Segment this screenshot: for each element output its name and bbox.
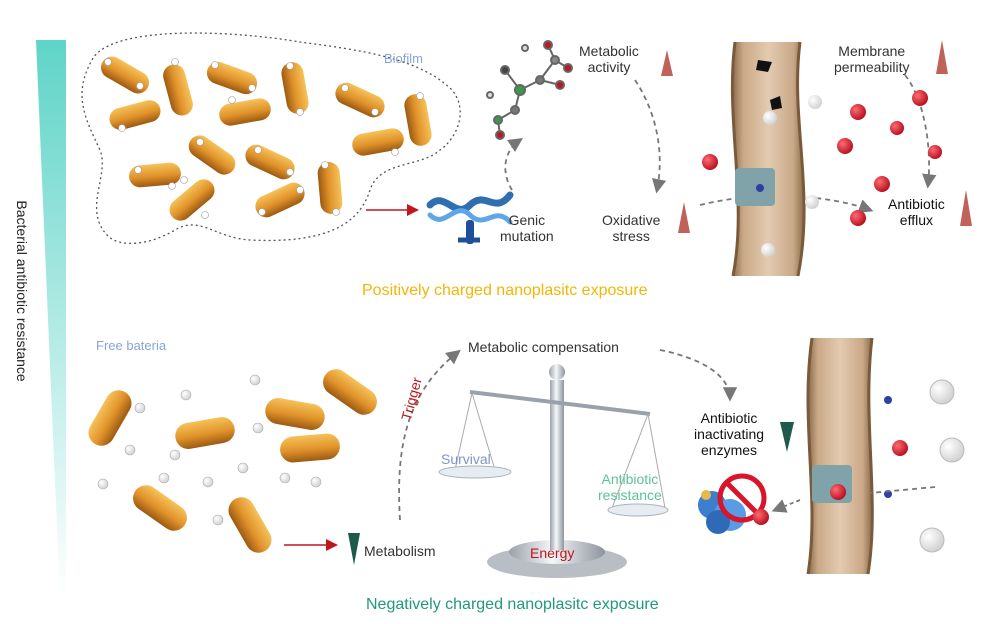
biofilm-label: Biofilm <box>384 51 424 66</box>
efflux-pump-icon <box>735 168 775 206</box>
bacteria-icon <box>265 398 325 430</box>
bacteria-icon <box>352 128 404 156</box>
efflux-pump-icon <box>812 465 852 503</box>
membrane-icon <box>806 337 908 575</box>
bacteria-icon <box>323 369 377 415</box>
bacteria-icon <box>280 433 340 463</box>
metabolism-label: Metabolism <box>364 543 436 559</box>
arrow-activity-to-stress <box>634 79 667 194</box>
bacteria-icon <box>188 135 236 175</box>
bacteria-icon <box>404 94 432 146</box>
side-axis-label: Bacterial antibiotic resistance <box>14 200 31 382</box>
bacteria-icon <box>206 61 258 95</box>
bacteria-icon <box>163 64 193 116</box>
bacteria-icon <box>245 144 295 180</box>
positive-caption: Positively charged nanoplasitc exposure <box>362 282 648 299</box>
biofilm-boundary <box>81 32 461 245</box>
arrow-compensation-to-enzymes <box>659 349 738 402</box>
bacteria-icon <box>175 417 235 449</box>
membrane-icon <box>730 41 822 277</box>
bacteria-icon <box>129 162 181 188</box>
free-bacteria-label: Free bateria <box>96 338 167 353</box>
antibiotic-particles-top <box>702 90 942 226</box>
survival-label: Survival <box>441 451 491 467</box>
antibiotic-particle <box>753 509 769 525</box>
free-bacteria-group <box>88 369 377 553</box>
bacteria-icon <box>109 100 161 130</box>
nanoplastic-particles-bottom <box>919 379 965 553</box>
energy-label: Energy <box>530 545 575 561</box>
arrow-permeability-to-efflux <box>904 74 937 189</box>
bacteria-icon <box>219 98 271 126</box>
bacteria-icon <box>133 485 187 531</box>
bacteria-icon <box>228 497 272 553</box>
biofilm-bacteria-group <box>101 56 432 221</box>
arrow-trigger <box>398 349 461 521</box>
arrow-efflux-bottom <box>869 486 936 494</box>
resistance-gradient-bar <box>36 40 66 598</box>
molecule-icon <box>486 40 573 140</box>
bacteria-icon <box>335 82 385 118</box>
up-arrow-icon <box>936 40 948 74</box>
up-arrow-icon <box>661 50 673 76</box>
up-arrow-icon <box>960 190 972 226</box>
prohibited-icon <box>717 473 767 523</box>
bacteria-icon <box>169 179 215 221</box>
bacteria-icon <box>88 390 132 446</box>
dna-icon <box>426 191 514 244</box>
arrow-antibiotic-to-enzyme <box>771 499 801 513</box>
bacteria-icon <box>317 162 343 214</box>
arrow-mutation-to-molecule <box>504 138 523 191</box>
bacteria-icon <box>281 62 309 114</box>
negative-caption: Negatively charged nanoplasitc exposure <box>366 596 659 613</box>
bacteria-icon <box>255 182 305 218</box>
down-arrow-icon <box>780 422 794 452</box>
up-arrow-icon <box>678 202 690 233</box>
metabolic-compensation-label: Metabolic compensation <box>468 339 619 355</box>
bacteria-icon <box>101 56 149 94</box>
balance-scale-icon <box>438 364 669 578</box>
down-arrow-icon <box>348 533 360 565</box>
